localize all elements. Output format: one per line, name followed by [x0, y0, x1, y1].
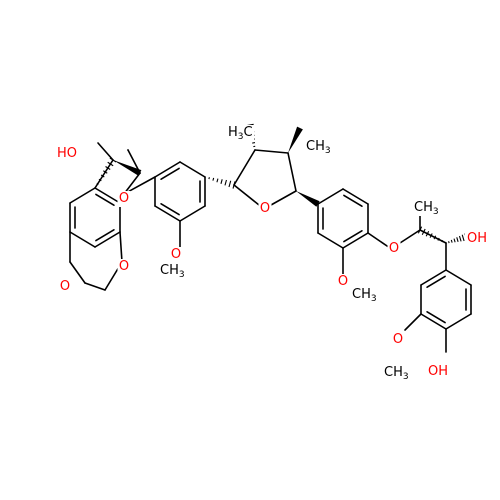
stereo-wedge-left — [113, 160, 142, 176]
double-bond — [95, 193, 115, 206]
bond — [419, 229, 447, 244]
bond — [399, 229, 421, 244]
bond — [317, 232, 344, 249]
methoxy-oxygen-mid: O — [336, 274, 350, 290]
stereo-hash-right — [417, 226, 447, 244]
stereo-bond-layer — [94, 123, 468, 244]
bond — [69, 187, 96, 204]
ether-bond — [123, 172, 141, 195]
bond — [270, 190, 297, 206]
svg-text:O: O — [119, 259, 129, 274]
double-bond — [154, 205, 181, 222]
methyl-label-right: CH3 — [412, 200, 440, 217]
svg-text:O: O — [171, 247, 181, 262]
methyl-label-right-methoxy: CH3 — [382, 365, 410, 382]
svg-text:CH3: CH3 — [306, 139, 331, 156]
methyl-label-mid: CH3 — [350, 287, 378, 304]
methoxy-bond-right — [404, 313, 422, 331]
double-bond — [154, 161, 181, 178]
furan-oxygen: O — [258, 201, 272, 217]
double-bond — [420, 269, 447, 286]
bond — [445, 269, 472, 286]
double-bond — [420, 313, 447, 330]
svg-text:O: O — [338, 274, 348, 289]
svg-text:O: O — [389, 241, 399, 256]
svg-text:CH3: CH3 — [160, 263, 185, 280]
stereo-hash-left — [94, 157, 117, 189]
bond — [254, 149, 289, 154]
phenol-hydroxyl-label: OH — [426, 364, 448, 380]
svg-text:CH3: CH3 — [384, 365, 409, 382]
bond — [69, 231, 96, 248]
oh-bond — [97, 142, 114, 161]
ether-oxygen-right: O — [387, 241, 401, 257]
hydroxyl-label-top: HO — [57, 146, 79, 162]
methoxy-oxygen-right: O — [391, 332, 405, 348]
stereo-wedge-c5 — [296, 191, 320, 207]
bond — [233, 184, 260, 206]
methyl-label-c4: CH3 — [304, 139, 332, 156]
double-bond — [342, 232, 369, 249]
svg-text:O: O — [393, 332, 403, 347]
bond — [179, 205, 206, 222]
double-bond — [160, 203, 180, 216]
bond — [233, 149, 256, 186]
hydroxyl-label-right: OH — [465, 231, 487, 247]
bond — [119, 231, 123, 263]
double-bond — [95, 229, 115, 242]
bond — [317, 188, 344, 205]
double-bond — [426, 275, 446, 288]
bond — [179, 161, 206, 178]
bond — [445, 313, 472, 330]
methoxy-oxygen-left: O — [169, 247, 183, 263]
bond-layer — [69, 142, 472, 353]
svg-text:O: O — [60, 279, 70, 294]
bond — [84, 282, 106, 291]
double-bond — [160, 167, 180, 180]
svg-text:CH3: CH3 — [414, 200, 439, 217]
bond — [69, 261, 86, 284]
double-bond — [94, 231, 121, 248]
methyl-label-left: CH3 — [158, 263, 186, 280]
double-bond — [343, 230, 363, 243]
svg-text:OH: OH — [428, 364, 448, 379]
dioxole-oxygen-left: O — [58, 279, 72, 295]
svg-text:OH: OH — [467, 231, 487, 246]
ether-bond-mid — [367, 232, 391, 249]
double-bond — [343, 194, 363, 207]
bond — [94, 159, 114, 189]
stereo-hash-oh — [445, 233, 468, 244]
double-bond — [94, 187, 121, 204]
methyl-label-c3: H3C — [226, 125, 254, 142]
svg-text:H3C: H3C — [228, 125, 253, 142]
double-bond — [342, 188, 369, 205]
svg-text:O: O — [119, 191, 129, 206]
ether-oxygen-left: O — [117, 191, 131, 207]
bond — [287, 152, 297, 192]
double-bond — [426, 311, 446, 324]
stereo-wedge-c4 — [288, 126, 303, 153]
dioxole-oxygen-right: O — [117, 259, 131, 275]
svg-text:CH3: CH3 — [352, 287, 377, 304]
stereo-hash-c2 — [204, 176, 236, 189]
svg-text:HO: HO — [57, 146, 77, 161]
svg-text:O: O — [260, 201, 270, 216]
